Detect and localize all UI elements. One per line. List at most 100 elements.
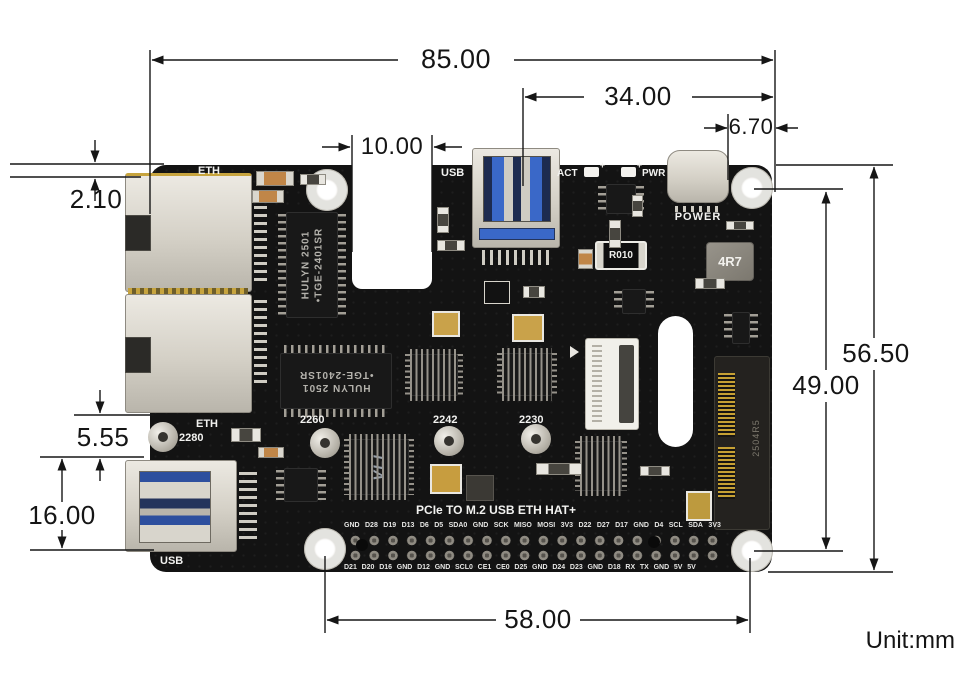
passive-component	[252, 190, 284, 203]
gpio-pin-label: 5V	[687, 564, 696, 571]
passive-component	[437, 240, 465, 251]
gpio-pin-label: CE0	[496, 564, 510, 571]
gpio-pin-label: D22	[578, 522, 592, 529]
rj45-pin-seam	[128, 288, 248, 294]
flash-chip	[276, 466, 326, 504]
standoff-post-2260	[310, 428, 340, 458]
usb-label-top: USB	[441, 167, 465, 179]
gpio-key-pin	[356, 539, 368, 551]
gpio-pin-label: D16	[379, 564, 393, 571]
resistor-marking: R010	[609, 249, 633, 261]
ffc-latch	[619, 345, 634, 423]
pcie-switch-chip	[575, 436, 627, 496]
vli-logo: VLI	[370, 453, 388, 481]
gpio-pin-label: D25	[514, 564, 528, 571]
ethernet-controller-chip	[405, 349, 463, 401]
gpio-pin-label: SDA	[688, 522, 703, 529]
passive-component	[437, 207, 449, 233]
ethernet-controller-chip	[497, 348, 557, 401]
dim-hole-span-vertical: 49.00	[784, 371, 868, 400]
gpio-pin-label: MOSI	[537, 522, 556, 529]
power-port-label: POWER	[674, 211, 722, 223]
passive-component	[523, 286, 545, 298]
passive-component	[632, 195, 643, 217]
soic-chip	[724, 310, 758, 346]
rj45-latch-slot	[125, 337, 151, 373]
passive-component	[609, 220, 621, 248]
crystal-oscillator	[686, 491, 712, 521]
passive-component	[640, 466, 670, 476]
dim-board-width: 85.00	[398, 45, 514, 73]
gpio-key-pin	[648, 536, 660, 548]
usb-a-port-top-lip	[479, 228, 555, 240]
gpio-pin-label: D4	[654, 522, 664, 529]
board-title-silkscreen: PCIe TO M.2 USB ETH HAT+	[416, 503, 576, 517]
pwr-led-label: PWR	[642, 168, 666, 179]
ethernet-transformer-1: HULYN 2501 •TGE-2401SR	[278, 210, 346, 320]
gpio-pin-label: D27	[596, 522, 610, 529]
act-led-icon	[584, 160, 605, 177]
usb-a-port-bottom-inside	[139, 471, 211, 543]
passive-component	[256, 171, 294, 186]
usb-c-power-port	[667, 150, 729, 203]
power-inductor: 4R7	[706, 242, 754, 281]
standoff-label-2230: 2230	[519, 414, 544, 426]
gpio-pin-label: D24	[552, 564, 566, 571]
mounting-hole	[731, 167, 773, 209]
gpio-pin-label: D21	[344, 564, 357, 571]
ffc-connector	[585, 338, 639, 430]
crystal-oscillator	[430, 464, 462, 494]
dim-typec-offset: 6.70	[728, 114, 774, 139]
gpio-pin-label: GND	[344, 522, 360, 529]
standoff-label-2260: 2260	[300, 414, 325, 426]
gpio-pin-label: D12	[417, 564, 430, 571]
gpio-pin-label: D5	[434, 522, 444, 529]
gpio-pin-label: GND	[532, 564, 548, 571]
act-led-label: ACT	[557, 168, 578, 179]
gpio-pin-label: SDA0	[448, 522, 468, 529]
gpio-pin-label: SCK	[493, 522, 509, 529]
usb-a-port-top-inside	[483, 156, 551, 222]
gpio-pin-label: TX	[639, 564, 649, 571]
standoff-post-2280	[148, 422, 178, 452]
passive-component	[231, 428, 261, 442]
dim-hole-span-horizontal: 58.00	[497, 605, 579, 634]
eth-label-mid: ETH	[196, 418, 218, 430]
gpio-pin-label: D6	[419, 522, 429, 529]
dim-usb-height: 16.00	[26, 501, 98, 530]
ffc-teeth	[592, 345, 602, 423]
gpio-pin-label: RX	[625, 564, 636, 571]
standoff-post-2242	[434, 426, 464, 456]
ethernet-transformer-2: HULYN 2501 •TGE-2401SR	[278, 345, 394, 417]
mounting-hole	[304, 528, 346, 570]
m2-socket: 2504R5	[714, 356, 770, 530]
dim-board-height: 56.50	[833, 339, 919, 368]
board-notch-cutout	[352, 165, 432, 289]
power-component	[466, 475, 494, 501]
gpio-pin-label: CE1	[477, 564, 492, 571]
passive-component	[258, 447, 284, 458]
rj45-latch-slot	[125, 215, 151, 251]
passive-component	[695, 278, 725, 289]
gpio-pin-label: SCL0	[455, 564, 473, 571]
usb-a-pins	[239, 472, 257, 544]
crystal-oscillator	[512, 314, 544, 342]
gpio-pin-label: SCL	[668, 522, 683, 529]
eth-label-top: ETH	[198, 165, 220, 177]
chip-marking: HULYN 2501 •TGE-2401SR	[298, 369, 374, 393]
gpio-pin-label: 5V	[673, 564, 683, 571]
rj45-pins	[254, 300, 267, 388]
chip-marking: HULYN 2501 •TGE-2401SR	[300, 227, 324, 303]
usb-a-top-pins	[482, 250, 554, 265]
dim-notch-width: 10.00	[354, 134, 430, 159]
usb-label-bottom: USB	[160, 555, 184, 567]
mounting-hole	[731, 530, 773, 572]
rj45-pins	[254, 198, 267, 286]
gpio-pin-label: MISO	[513, 522, 532, 529]
gpio-pin-label: D20	[361, 564, 375, 571]
gpio-pin-label: GND	[633, 522, 649, 529]
passive-component	[536, 463, 582, 475]
gpio-pin-label: D17	[615, 522, 628, 529]
passive-component	[484, 281, 510, 304]
